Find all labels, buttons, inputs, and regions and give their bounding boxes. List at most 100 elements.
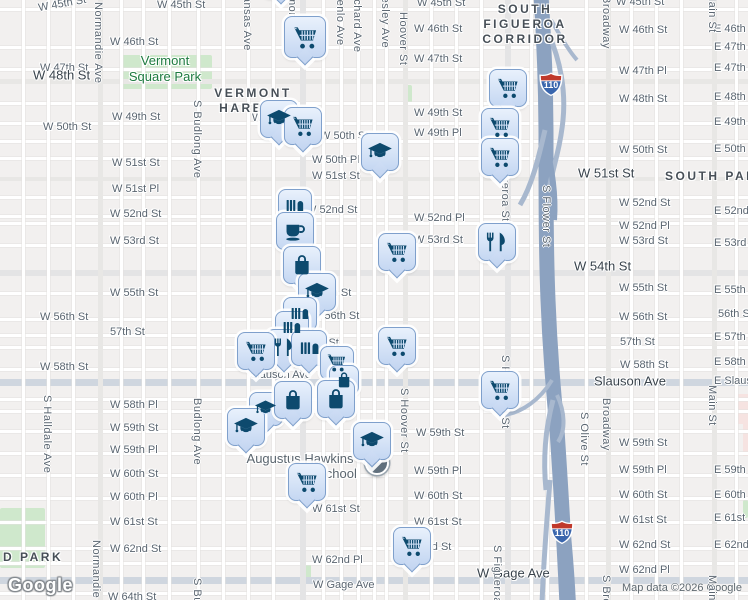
shopping-bag-icon bbox=[318, 381, 354, 417]
street-label: W 61st St bbox=[619, 514, 667, 526]
park-area bbox=[743, 500, 748, 518]
street-label: W 46th St bbox=[619, 24, 668, 36]
street-label: W 50th St bbox=[43, 121, 92, 133]
road bbox=[480, 0, 483, 600]
street-label: W 60th St bbox=[110, 468, 159, 480]
cart-marker[interactable] bbox=[378, 327, 416, 365]
cart-icon bbox=[482, 372, 518, 408]
road bbox=[142, 0, 145, 600]
graduation-cap-icon bbox=[250, 393, 282, 425]
street-label: W 59th St bbox=[619, 437, 668, 449]
road bbox=[530, 0, 533, 600]
coffee-icon bbox=[277, 213, 313, 249]
cart-marker[interactable] bbox=[284, 107, 322, 145]
cart-icon bbox=[394, 528, 430, 564]
shopping-bag-icon bbox=[275, 382, 311, 418]
road bbox=[197, 0, 200, 600]
road bbox=[680, 0, 683, 600]
street-label: E 62nd St bbox=[714, 539, 748, 551]
street-label: W 48th St bbox=[33, 67, 91, 83]
cart-marker[interactable] bbox=[481, 138, 519, 176]
street-label: W 52nd St bbox=[110, 208, 162, 220]
cart-icon bbox=[285, 108, 321, 144]
cart-marker[interactable] bbox=[489, 69, 527, 107]
graduation-cap-marker[interactable] bbox=[298, 273, 336, 311]
street-label: W 51st Pl bbox=[112, 183, 160, 195]
street-label: W 61st St bbox=[312, 503, 360, 515]
poi-label: Augustus Hawkins bbox=[246, 451, 354, 466]
graduation-cap-marker[interactable] bbox=[361, 133, 399, 171]
restaurant-marker[interactable] bbox=[478, 223, 516, 261]
coffee-marker[interactable] bbox=[276, 212, 314, 250]
street-label: Slauson Ave bbox=[250, 369, 311, 381]
street-label: W 50th Pl bbox=[312, 154, 360, 166]
street-label: E 55th St bbox=[714, 284, 748, 296]
shopping-bag-marker[interactable] bbox=[274, 381, 312, 419]
road bbox=[630, 0, 633, 600]
street-label: W 64th St bbox=[108, 591, 157, 600]
street-label: 57th St bbox=[110, 326, 145, 338]
street-label: W 53rd St bbox=[110, 235, 159, 247]
road bbox=[403, 0, 408, 600]
cart-icon bbox=[379, 234, 415, 270]
graduation-cap-icon bbox=[228, 409, 264, 445]
street-label: W 54th St bbox=[574, 258, 632, 274]
store-marker[interactable] bbox=[275, 311, 309, 345]
restaurant-marker[interactable] bbox=[266, 329, 302, 365]
graduation-cap-icon bbox=[354, 423, 390, 459]
shopping-bag-marker[interactable] bbox=[317, 380, 355, 418]
street-label-vertical: Main St bbox=[706, 575, 718, 600]
cart-marker[interactable] bbox=[481, 108, 519, 146]
store-marker[interactable] bbox=[291, 330, 327, 366]
shopping-bag-marker[interactable] bbox=[283, 246, 321, 284]
street-label: W 51st St bbox=[312, 170, 360, 182]
road bbox=[22, 0, 25, 600]
street-label: W 59th St bbox=[110, 422, 159, 434]
street-label: W 56th St bbox=[40, 311, 89, 323]
street-label-vertical: Broadway bbox=[600, 0, 612, 49]
cart-marker[interactable] bbox=[481, 371, 519, 409]
street-label: E 50th St bbox=[714, 143, 748, 155]
street-label: W 47th St bbox=[40, 62, 89, 74]
road bbox=[72, 0, 75, 600]
street-label: E 52nd St bbox=[714, 205, 748, 217]
street-label: W 49th St bbox=[112, 111, 161, 123]
cart-marker[interactable] bbox=[393, 527, 431, 565]
road bbox=[373, 0, 376, 600]
store-marker[interactable] bbox=[278, 189, 312, 223]
graduation-cap-marker[interactable] bbox=[249, 392, 283, 426]
street-label: W 61st St bbox=[414, 516, 462, 528]
graduation-cap-marker[interactable] bbox=[353, 422, 391, 460]
school-zone-area bbox=[743, 418, 748, 456]
street-label: W 50th St bbox=[320, 130, 369, 142]
cart-marker[interactable] bbox=[284, 16, 326, 58]
street-label: E 59th St bbox=[714, 464, 748, 476]
cart-marker[interactable] bbox=[237, 332, 275, 370]
street-label: W 52nd Pl bbox=[619, 220, 670, 232]
graduation-cap-icon bbox=[299, 274, 335, 310]
restaurant-icon bbox=[267, 330, 301, 364]
google-logo[interactable]: Google bbox=[8, 575, 73, 595]
road bbox=[247, 0, 250, 600]
street-label-vertical: Budlong Ave bbox=[191, 398, 203, 466]
street-label-vertical: Normandie Ave bbox=[92, 2, 104, 84]
store-icon bbox=[292, 331, 326, 365]
street-label: E 61st St bbox=[714, 512, 748, 524]
street-label: W 55th St bbox=[110, 287, 159, 299]
shield-number: 110 bbox=[554, 528, 570, 538]
graduation-cap-marker[interactable] bbox=[227, 408, 265, 446]
cart-marker[interactable] bbox=[378, 233, 416, 271]
road bbox=[357, 0, 360, 600]
graduation-cap-icon bbox=[261, 101, 297, 137]
cart-marker[interactable] bbox=[288, 463, 326, 501]
street-label: W 60th St bbox=[414, 490, 463, 502]
road bbox=[712, 0, 717, 600]
street-label-vertical: Menlo Ave bbox=[334, 0, 346, 46]
road bbox=[455, 0, 458, 600]
shopping-bag-icon bbox=[284, 247, 320, 283]
street-label: E Slauson Ave bbox=[714, 375, 748, 387]
street-label: E 47th St bbox=[714, 41, 748, 53]
road bbox=[505, 0, 511, 600]
